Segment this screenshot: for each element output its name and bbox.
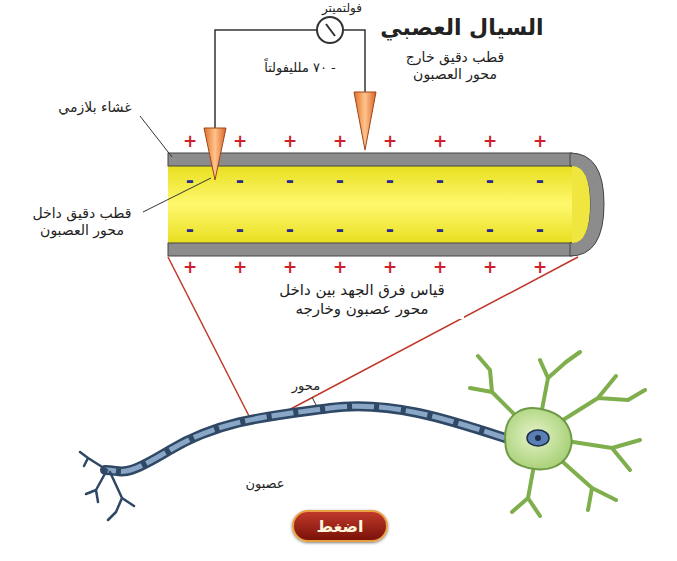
axon-interior	[168, 166, 572, 243]
positive-charge: +	[383, 131, 397, 152]
part-name: محور	[292, 378, 320, 394]
electrode-label: قطب دقيق خارج محور العصبون	[390, 49, 520, 84]
voltmeter-label: فولتميتر	[322, 1, 362, 16]
inner-electrode	[204, 128, 226, 180]
outer-electrode	[354, 92, 376, 150]
title: السيال العصبي	[380, 14, 543, 42]
negative-charge: -	[286, 168, 294, 193]
axon-end-interior	[572, 166, 590, 243]
positive-charge: +	[383, 257, 397, 278]
negative-charge: -	[286, 217, 294, 242]
negative-charge: -	[436, 168, 444, 193]
negative-charge: -	[386, 217, 394, 242]
membrane-label: غشاء بلازمي	[58, 99, 131, 117]
positive-charge: +	[283, 131, 297, 152]
negative-charge: -	[186, 217, 194, 242]
press-button: اضغط	[292, 510, 388, 542]
leader-line	[140, 116, 172, 157]
neuron	[80, 352, 645, 520]
axon	[105, 406, 505, 471]
positive-charge: +	[533, 131, 547, 152]
zoom-line	[285, 257, 578, 412]
positive-charge: +	[233, 131, 247, 152]
part-name: عصبون	[245, 476, 284, 492]
negative-charge: -	[486, 217, 494, 242]
plasma-membrane	[168, 153, 572, 166]
negative-charge: -	[536, 168, 544, 193]
positive-charge: +	[333, 131, 347, 152]
negative-charge: -	[336, 168, 344, 193]
positive-charge: +	[483, 257, 497, 278]
plasma-membrane	[168, 243, 572, 256]
wire	[215, 30, 317, 128]
negative-charge: -	[236, 217, 244, 242]
wire	[343, 30, 365, 92]
voltmeter-dial	[317, 17, 343, 43]
caption-note: قياس فرق الجهد بين داخل محور عصبون وخارج…	[260, 281, 464, 319]
negative-charge: -	[236, 168, 244, 193]
positive-charge: +	[483, 131, 497, 152]
negative-charge: -	[436, 217, 444, 242]
button-text: اضغط	[316, 517, 364, 536]
electrode-label: قطب دقيق داخل محور العصبون	[22, 205, 142, 240]
negative-charge: -	[386, 168, 394, 193]
leader-line	[312, 397, 316, 405]
axon-end-cap	[570, 153, 604, 256]
positive-charge: +	[233, 257, 247, 278]
positive-charge: +	[333, 257, 347, 278]
leader-line	[143, 178, 211, 212]
positive-charge: +	[183, 131, 197, 152]
negative-charge: -	[536, 217, 544, 242]
positive-charge: +	[433, 131, 447, 152]
nucleolus	[535, 435, 541, 441]
dendrites	[470, 352, 645, 516]
cell-body	[505, 408, 571, 469]
negative-charge: -	[336, 217, 344, 242]
positive-charge: +	[533, 257, 547, 278]
positive-charge: +	[433, 257, 447, 278]
negative-charge: -	[186, 168, 194, 193]
positive-charge: +	[183, 257, 197, 278]
voltmeter-needle	[326, 24, 335, 36]
positive-charge: +	[283, 257, 297, 278]
voltage-value: - ٧٠ ملليفولتاً	[262, 60, 338, 76]
axon-terminals	[80, 452, 134, 520]
negative-charge: -	[486, 168, 494, 193]
myelin-sheath	[105, 406, 505, 471]
zoom-line	[168, 257, 250, 418]
nucleus	[527, 430, 549, 446]
